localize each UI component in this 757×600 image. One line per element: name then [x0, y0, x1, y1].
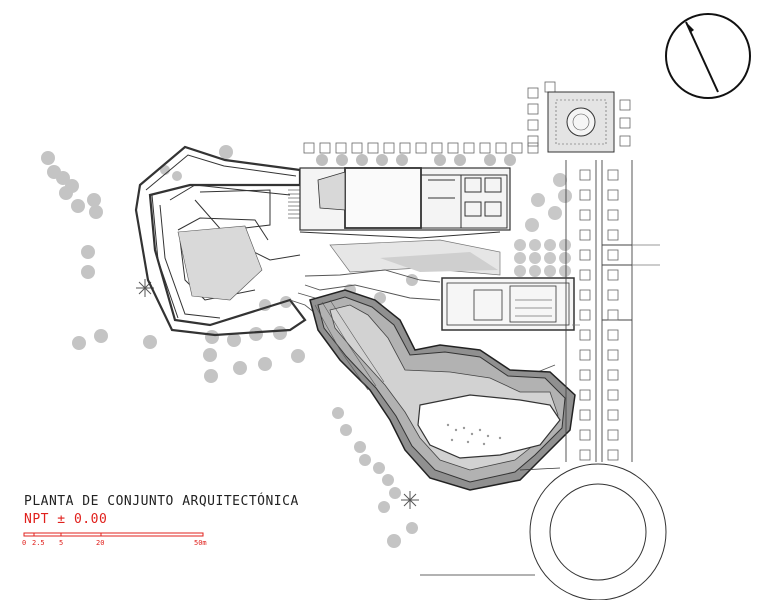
scale-labels: 0 2.5 5 20 50m: [22, 530, 214, 550]
level-label: NPT ± 0.00: [24, 512, 108, 527]
street-lines: [572, 244, 660, 326]
plaza: [329, 239, 501, 276]
west-wing-fill: [177, 225, 263, 301]
scale-label-2-5: 2.5: [32, 539, 45, 547]
scale-label-20: 20: [96, 539, 105, 547]
paver-row-north: [303, 142, 539, 154]
paver-column-east: [527, 81, 631, 461]
scale-label-5: 5: [59, 539, 64, 547]
building-central-curved: [309, 289, 576, 491]
scale-bar: [23, 532, 204, 537]
tree-cluster-east: [514, 173, 572, 277]
tree-symbol-icon: [136, 279, 419, 509]
north-arrow-icon: [665, 13, 751, 99]
building-lower-east: [441, 277, 575, 331]
roundabout: [420, 463, 667, 600]
plan-title: PLANTA DE CONJUNTO ARQUITECTÓNICA: [24, 494, 299, 509]
scale-label-50m: 50m: [194, 539, 207, 547]
building-main-hall: [299, 167, 511, 239]
tree-group-west: [41, 145, 418, 548]
west-wing: [134, 145, 307, 337]
title-block: PLANTA DE CONJUNTO ARQUITECTÓNICA NPT ± …: [24, 494, 299, 527]
stairs: [288, 189, 300, 219]
amphitheater-seating: [446, 423, 502, 446]
east-promenade: [565, 160, 633, 462]
garden-square: [547, 91, 615, 153]
scale-label-0: 0: [22, 539, 27, 547]
tree-row-north: [316, 154, 516, 166]
